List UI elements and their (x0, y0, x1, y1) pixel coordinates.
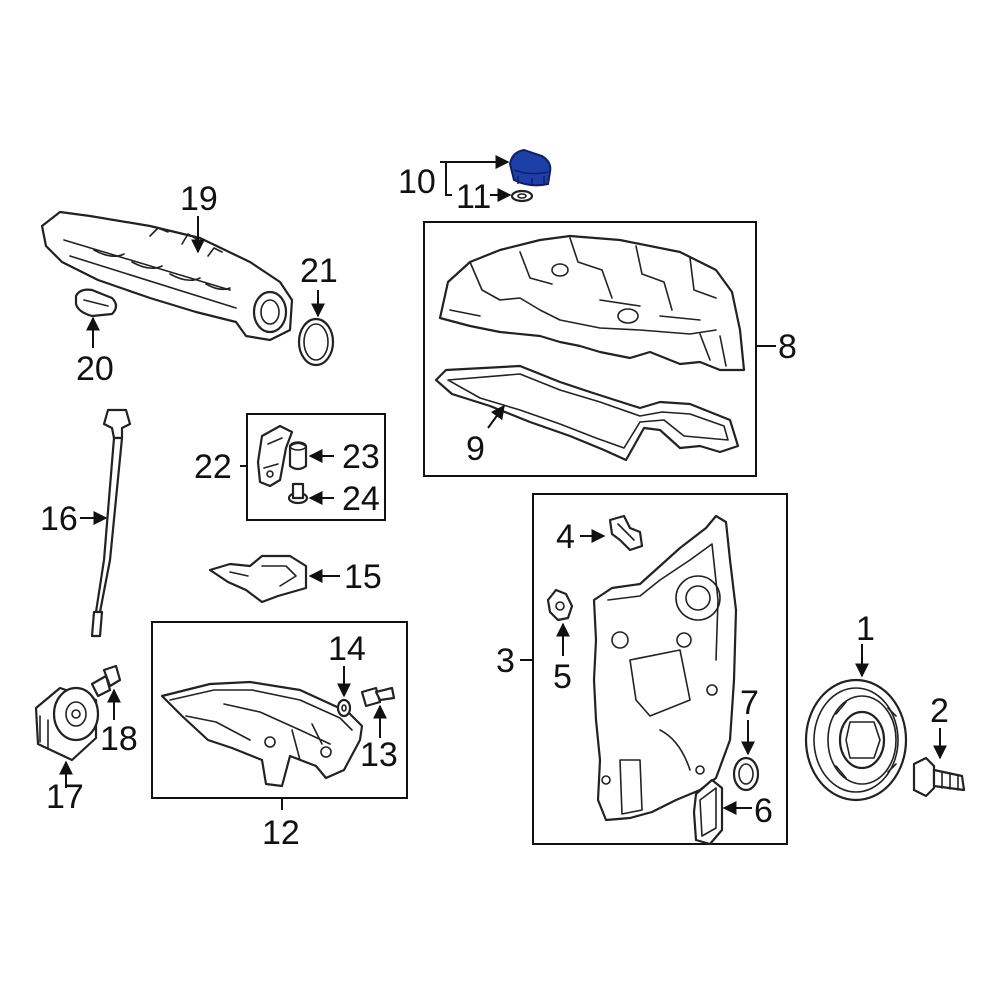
crankshaft-pulley-part[interactable] (804, 678, 908, 802)
cap-seal-part[interactable] (510, 189, 534, 203)
pulley-bolt-part[interactable] (912, 756, 966, 798)
callout-23: 23 (342, 438, 380, 476)
callout-5: 5 (553, 658, 572, 696)
callout-17: 17 (46, 778, 84, 816)
callout-8: 8 (778, 328, 797, 366)
leader-lines (59, 155, 947, 815)
oil-pan-baffle-part[interactable] (208, 554, 308, 604)
grommet-part[interactable] (288, 441, 308, 471)
access-cover-part[interactable] (692, 778, 724, 846)
callout-10: 10 (398, 163, 436, 201)
timing-cover-group-box (532, 493, 788, 845)
dipstick-part[interactable] (90, 408, 132, 638)
callout-4: 4 (556, 518, 575, 556)
callout-1: 1 (856, 610, 875, 648)
drain-plug-washer-part[interactable] (336, 698, 352, 718)
valve-cover-gasket-part[interactable] (434, 364, 740, 462)
timing-cover-seal-upper-part[interactable] (608, 514, 644, 552)
drain-plug-part[interactable] (360, 686, 396, 708)
valve-cover-part[interactable] (438, 234, 746, 372)
callout-16: 16 (40, 500, 78, 538)
callout-labels: 1 2 3 4 5 6 7 8 9 10 11 12 13 14 15 16 1… (40, 163, 949, 852)
callout-7: 7 (740, 684, 759, 722)
callout-21: 21 (300, 252, 338, 290)
oil-pan-group-box (151, 621, 408, 799)
collar-bolt-part[interactable] (287, 482, 309, 505)
callout-9: 9 (466, 430, 485, 468)
callout-19: 19 (180, 180, 218, 218)
manifold-gasket-part[interactable] (74, 288, 118, 318)
intake-manifold-part[interactable] (40, 210, 294, 342)
callout-20: 20 (76, 350, 114, 388)
filter-adapter-bolt-part[interactable] (90, 664, 122, 698)
timing-cover-part[interactable] (592, 514, 738, 822)
callout-22: 22 (194, 448, 232, 486)
callout-3: 3 (496, 642, 515, 680)
callout-15: 15 (344, 558, 382, 596)
callout-24: 24 (342, 480, 380, 518)
timing-cover-seal-side-part[interactable] (546, 588, 574, 622)
callout-18: 18 (100, 720, 138, 758)
oil-pan-part[interactable] (160, 680, 364, 788)
callout-2: 2 (930, 692, 949, 730)
throttle-body-gasket-part[interactable] (297, 317, 335, 367)
oil-filler-cap-part[interactable] (508, 148, 552, 187)
crankshaft-seal-part[interactable] (732, 756, 760, 792)
callout-12: 12 (262, 814, 300, 852)
callout-14: 14 (328, 630, 366, 668)
callout-6: 6 (754, 792, 773, 830)
oil-filter-part[interactable] (34, 686, 100, 762)
callout-11: 11 (456, 178, 491, 216)
bracket-part[interactable] (256, 424, 294, 488)
valve-cover-group-box (423, 221, 757, 477)
callout-13: 13 (360, 736, 398, 774)
